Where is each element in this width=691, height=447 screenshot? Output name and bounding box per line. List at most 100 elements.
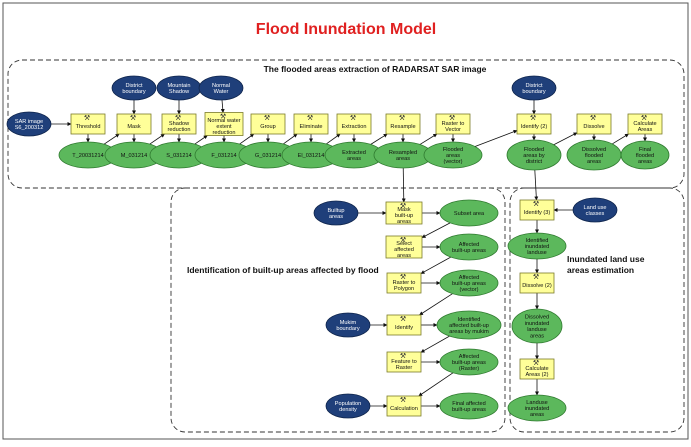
process-box [519,358,555,380]
node-label: Vector [445,127,461,133]
node-subset[interactable]: Subset area [439,199,499,227]
process-box [70,113,106,135]
node-mask[interactable]: ⚒Mask [116,113,152,135]
process-box [386,314,422,336]
node-label: Subset area [454,211,485,217]
edge-iabm-to-f2r [420,335,450,353]
node-label: Calculation [390,406,418,412]
node-label: Affected [459,275,479,281]
tool-hammer-icon: ⚒ [264,114,270,122]
edge-fav-to-ident2 [474,129,518,147]
group-box-g3 [509,187,685,433]
diagram-title: Flood Inundation Model [256,21,436,38]
process-box [386,272,422,294]
node-label: built-up areas [452,248,486,254]
input-dataset-ellipse [511,75,557,101]
node-diss[interactable]: ⚒Dissolve [576,113,612,135]
edge-fad-to-diss [553,132,578,146]
node-resam[interactable]: ⚒Resample [385,113,421,135]
node-grp[interactable]: ⚒Group [250,113,286,135]
node-label: reduction [167,127,190,133]
edge-aba-to-r2p [420,256,451,274]
edge-abar-to-calcb [418,372,454,397]
node-el[interactable]: El_031214 [281,141,341,169]
node-ident3[interactable]: ⚒Identify (3) [519,199,555,221]
edge-nw-to-nwred [220,99,225,113]
node-label: (vector) [444,159,463,165]
node-label: Flooded [443,147,463,153]
node-label: Flooded [524,147,544,153]
node-label: areas [397,219,411,225]
node-label: SAR image [15,119,43,125]
edge-fad-to-ident3 [534,169,539,201]
outer-frame [2,2,689,440]
output-dataset-ellipse [507,232,567,260]
node-label: Select [396,241,412,247]
tool-hammer-icon: ⚒ [175,114,181,122]
node-label: Resample [390,124,415,130]
node-label: F_031214 [211,153,236,159]
node-label: Identified [458,317,481,323]
edge-dfa-to-calc [612,133,629,145]
node-thr[interactable]: ⚒Threshold [70,113,106,135]
node-label: Affected [459,242,479,248]
node-label: classes [586,211,605,217]
node-label: areas [530,412,544,418]
input-dataset-ellipse [111,75,157,101]
node-extr[interactable]: ⚒Extraction [336,113,372,135]
node-elim[interactable]: ⚒Eliminate [293,113,329,135]
node-t[interactable]: T_20031214 [58,141,118,169]
node-label: District [525,83,543,89]
node-diss2[interactable]: ⚒Dissolve (2) [519,272,555,294]
node-label: inundated [525,406,550,412]
process-box [435,113,471,135]
node-label: Eliminate [299,124,322,130]
node-label: built-up areas [452,407,486,413]
output-dataset-ellipse [439,233,499,261]
node-label: Mountain [167,83,190,89]
node-label: district [526,159,543,165]
node-identb[interactable]: ⚒Identify [386,314,422,336]
node-label: Areas [638,127,653,133]
tool-hammer-icon: ⚒ [84,114,90,122]
input-dataset-ellipse [6,111,52,137]
output-dataset-ellipse [439,348,499,376]
node-ident2[interactable]: ⚒Identify (2) [516,113,552,135]
node-calcb[interactable]: ⚒Calculation [386,395,422,417]
edge-rsa-to-r2v [419,133,438,145]
node-label: reduction [212,130,235,136]
